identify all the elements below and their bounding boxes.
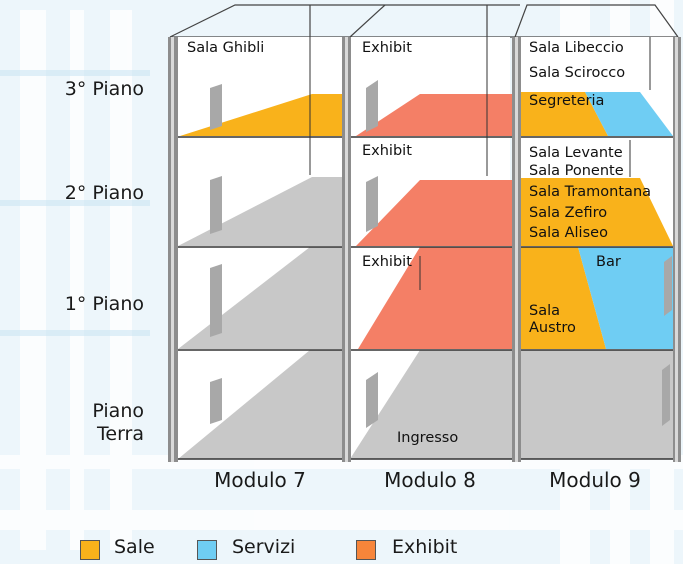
m9-floor-terra: [521, 350, 673, 459]
floor-label-2: 2° Piano: [64, 182, 144, 204]
room-sala-austro-2: Austro: [529, 320, 576, 336]
m8-floor-1-exhibit: [358, 247, 512, 349]
room-sala-zefiro: Sala Zefiro: [529, 205, 608, 221]
floor-label-1: 1° Piano: [64, 293, 144, 315]
room-bar: Bar: [596, 254, 621, 270]
room-sala-ghibli: Sala Ghibli: [187, 40, 265, 56]
m9-floor-3-sale: [521, 92, 608, 136]
legend-swatch-exhibit: [356, 540, 376, 560]
room-sala-levante: Sala Levante: [529, 145, 623, 161]
m9-floor-3-servizi: [585, 92, 673, 136]
room-sala-libeccio: Sala Libeccio: [529, 40, 624, 56]
room-sala-ponente: Sala Ponente: [529, 163, 624, 179]
m9-floor-1-sale: [521, 247, 606, 349]
legend-swatch-sale: [80, 540, 100, 560]
legend-swatch-servizi: [197, 540, 217, 560]
m9-floor-1-servizi: [578, 247, 673, 349]
room-sala-aliseo: Sala Aliseo: [529, 225, 608, 241]
room-sala-austro-1: Sala: [529, 303, 561, 319]
room-segreteria: Segreteria: [529, 93, 605, 109]
room-exhibit-1: Exhibit: [362, 254, 412, 270]
legend-label-exhibit: Exhibit: [392, 536, 458, 558]
m8-floor-2-exhibit: [356, 180, 512, 246]
legend-label-sale: Sale: [114, 536, 155, 558]
module-7: [178, 37, 342, 459]
m8-floor-terra: [350, 350, 512, 459]
module-label-8: Modulo 8: [384, 468, 476, 492]
m7-floor-terra: [178, 350, 342, 459]
module-8: [350, 37, 512, 459]
m8-floor-3-exhibit: [356, 94, 512, 136]
module-9: [521, 37, 673, 459]
room-exhibit-2: Exhibit: [362, 143, 412, 159]
room-sala-tramontana: Sala Tramontana: [529, 184, 652, 200]
room-sala-scirocco: Sala Scirocco: [529, 65, 626, 81]
room-exhibit-3: Exhibit: [362, 40, 412, 56]
module-label-7: Modulo 7: [214, 468, 306, 492]
room-ingresso: Ingresso: [397, 430, 459, 446]
legend-label-servizi: Servizi: [232, 536, 296, 558]
m9-floor-2-sale: [521, 178, 673, 246]
module-label-9: Modulo 9: [549, 468, 641, 492]
floor-label-3: 3° Piano: [64, 78, 144, 100]
